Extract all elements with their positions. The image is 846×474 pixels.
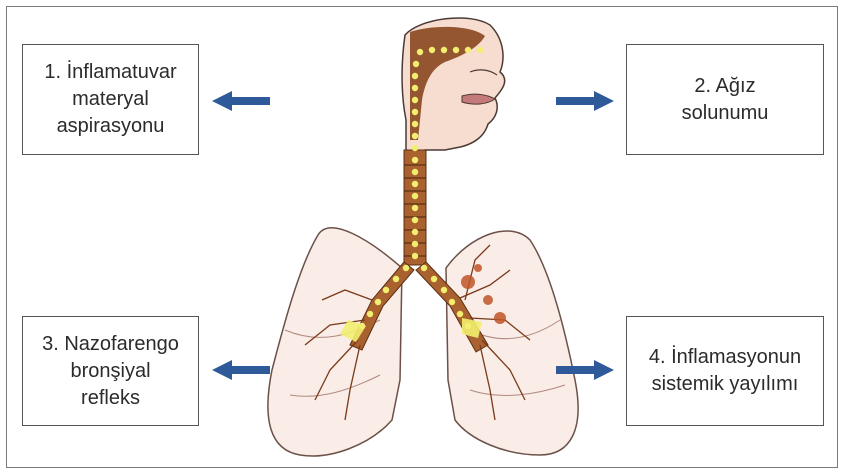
box-line: sistemik yayılımı: [649, 371, 801, 398]
right-lung: [446, 231, 578, 455]
box-line: bronşiyal: [42, 358, 179, 385]
box-line: refleks: [42, 385, 179, 412]
arrow-icon: [556, 91, 614, 111]
box-line: 1. İnflamatuvar: [44, 59, 176, 86]
box-line: 2. Ağız: [682, 73, 769, 100]
arrow-icon: [212, 360, 270, 380]
arrow-icon: [212, 91, 270, 111]
box-inflammatory-aspiration: 1. İnflamatuvar materyal aspirasyonu: [22, 44, 199, 155]
box-nasopharyngobronchial-reflex: 3. Nazofarengo bronşiyal refleks: [22, 316, 199, 426]
box-line: 3. Nazofarengo: [42, 331, 179, 358]
box-mouth-breathing: 2. Ağız solunumu: [626, 44, 824, 155]
box-line: 4. İnflamasyonun: [649, 344, 801, 371]
left-lung: [268, 228, 402, 456]
box-line: aspirasyonu: [44, 113, 176, 140]
box-line: solunumu: [682, 100, 769, 127]
box-systemic-inflammation: 4. İnflamasyonun sistemik yayılımı: [626, 316, 824, 426]
box-line: materyal: [44, 86, 176, 113]
